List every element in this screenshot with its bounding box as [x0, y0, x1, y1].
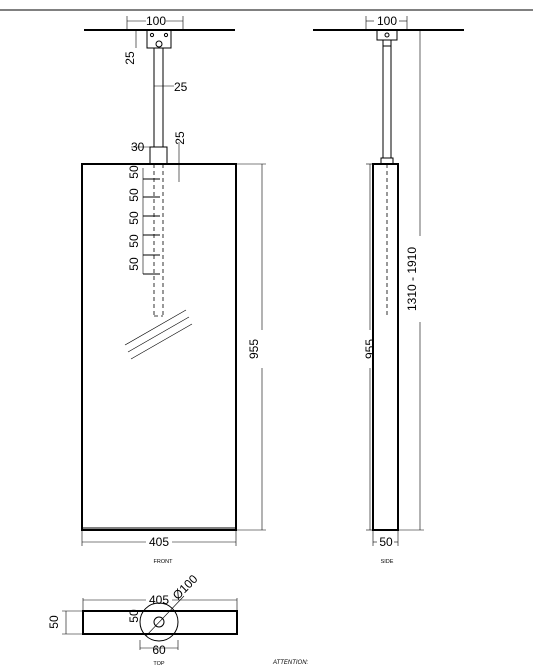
top-dim-offset: 60	[152, 643, 166, 657]
top-dim-width: 405	[149, 593, 169, 607]
front-dim-mirror-width: 405	[149, 535, 169, 549]
front-dim-mirror-height: 955	[247, 339, 261, 359]
front-adjust-ticks	[142, 168, 160, 275]
top-view-caption: TOP	[153, 661, 165, 667]
front-adjust-step-1: 50	[127, 165, 141, 179]
top-view: 405 Ø100 50 50 60 TOP	[47, 572, 238, 667]
attention-label: ATTENTION:	[272, 660, 309, 666]
top-rod-circle	[153, 616, 165, 628]
front-adjust-step-4: 50	[127, 234, 141, 248]
top-bracket-circle	[139, 602, 179, 642]
front-adjust-step-5: 50	[127, 257, 141, 271]
side-mirror-edge	[372, 163, 399, 531]
side-bracket-screw	[384, 32, 390, 38]
front-clamp	[149, 146, 168, 165]
front-reflection-line-1	[124, 309, 187, 346]
front-mirror-panel	[81, 163, 237, 531]
side-dim-mirror-height: 955	[363, 339, 377, 359]
top-dim-depth: 50	[47, 615, 61, 629]
side-dim-depth: 50	[379, 535, 393, 549]
front-view: 100 25 25 30 25 50 50 50 50 50 955 405 F…	[81, 14, 266, 565]
front-dim-clamp-width: 30	[131, 140, 145, 154]
side-bracket-base	[382, 39, 392, 47]
front-reflection-line-3	[130, 323, 193, 360]
front-dim-clamp-height: 25	[173, 131, 187, 145]
top-dim-rod: 50	[127, 609, 141, 623]
side-view-caption: SIDE	[381, 559, 394, 565]
front-dim-bracket-height: 25	[123, 51, 137, 65]
side-view: 100 1310 - 1910 955 50 SIDE	[313, 14, 464, 565]
front-bracket-screw-left	[149, 32, 155, 38]
front-adjust-step-3: 50	[127, 211, 141, 225]
side-dim-bracket-width: 100	[377, 14, 397, 28]
front-adjust-step-2: 50	[127, 188, 141, 202]
top-dim-diameter: Ø100	[170, 572, 201, 603]
front-dim-bracket-width: 100	[146, 14, 166, 28]
front-ceiling-bracket	[146, 29, 172, 49]
front-reflection-line-2	[127, 316, 190, 353]
front-dim-rod: 25	[174, 80, 188, 94]
top-mirror-outline	[82, 610, 238, 635]
front-bracket-screw-right	[163, 32, 169, 38]
front-bracket-hole	[155, 40, 163, 48]
side-dim-total-height: 1310 - 1910	[405, 247, 419, 311]
side-ceiling-bracket	[376, 29, 398, 41]
front-view-caption: FRONT	[154, 559, 174, 565]
